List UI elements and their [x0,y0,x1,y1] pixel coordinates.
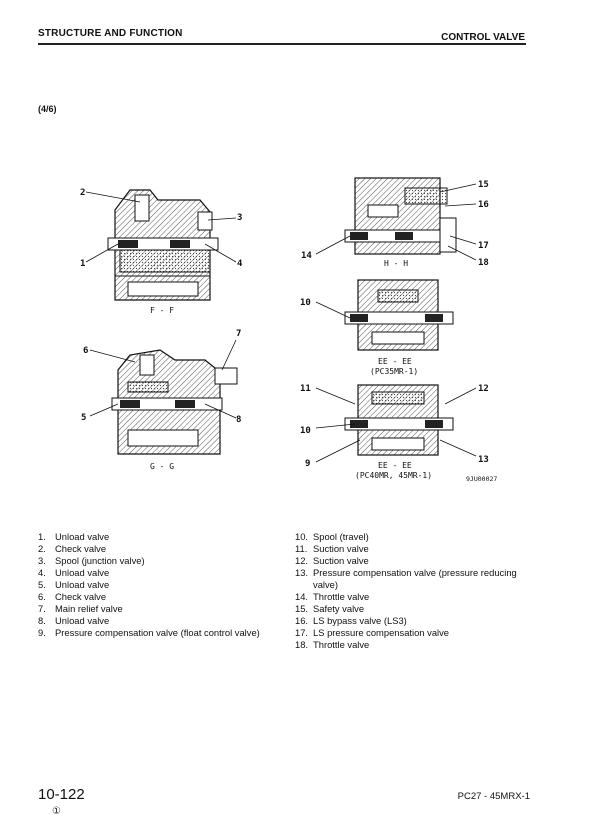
callout-3: 3 [237,213,242,223]
legend-list-right: 10.Spool (travel) 11.Suction valve 12.Su… [295,531,531,651]
section-ee1-drawing [344,279,454,351]
model-name: PC27 - 45MRX-1 [457,791,530,802]
callout-2: 2 [80,188,85,198]
section-gg-drawing [111,349,238,455]
legend-item: 14.Throttle valve [295,591,370,602]
callout-18: 18 [478,258,489,268]
section-ee2-drawing [344,384,454,456]
caption-ee1-note: (PC35MR-1) [370,367,418,376]
legend-item: 16.LS bypass valve (LS3) [295,615,407,626]
callout-6: 6 [83,346,88,356]
legend-item: 8.Unload valve [38,615,110,626]
callout-1: 1 [80,259,85,269]
legend-item: 3.Spool (junction valve) [38,555,145,566]
legend-item: 7.Main relief valve [38,603,123,614]
callout-8: 8 [236,415,241,425]
callout-5: 5 [81,413,86,423]
legend-item: 2.Check valve [38,543,107,554]
callout-17: 17 [478,241,489,251]
page-number: 10-122 [38,786,85,803]
legend-item: 9.Pressure compensation valve (float con… [38,627,260,638]
legend-item: 15.Safety valve [295,603,365,614]
callout-13: 13 [478,455,489,465]
callout-10-lower: 10 [300,426,311,436]
legend-item: 5.Unload valve [38,579,110,590]
legend-item: 1.Unload valve [38,531,110,542]
caption-hh: H - H [384,259,408,268]
callout-14: 14 [301,251,312,261]
callout-15: 15 [478,180,489,190]
legend-item: 6.Check valve [38,591,107,602]
topic-title: CONTROL VALVE [441,32,525,43]
page-subtitle: (4/6) [38,104,57,114]
header-rule [38,43,526,45]
callout-12: 12 [478,384,489,394]
caption-ee1: EE - EE [378,357,412,366]
figure-code: 9JU00027 [466,475,497,483]
legend-item: 12.Suction valve [295,555,369,566]
callout-7: 7 [236,329,241,339]
caption-ff: F - F [150,306,174,315]
legend-item: 11.Suction valve [295,543,369,554]
section-ff-drawing [107,189,219,301]
section-title: STRUCTURE AND FUNCTION [38,28,183,39]
legend-item: 13.Pressure compensation valve (pressure… [295,567,517,590]
legend-item: 10.Spool (travel) [295,531,369,542]
legend-item: 18.Throttle valve [295,639,370,650]
callout-9: 9 [305,459,310,469]
callout-4: 4 [237,259,243,269]
section-hh-drawing [344,177,457,255]
callout-16: 16 [478,200,489,210]
legend-item: 4.Unload valve [38,567,110,578]
callout-11: 11 [300,384,311,394]
callout-10-upper: 10 [300,298,311,308]
caption-ee2: EE - EE [378,461,412,470]
legend-list-left: 1.Unload valve 2.Check valve 3.Spool (ju… [38,531,278,639]
caption-ee2-note: (PC40MR, 45MR-1) [355,471,432,480]
caption-gg: G - G [150,462,174,471]
legend-item: 17.LS pressure compensation valve [295,627,450,638]
revision-mark: ① [52,806,61,817]
